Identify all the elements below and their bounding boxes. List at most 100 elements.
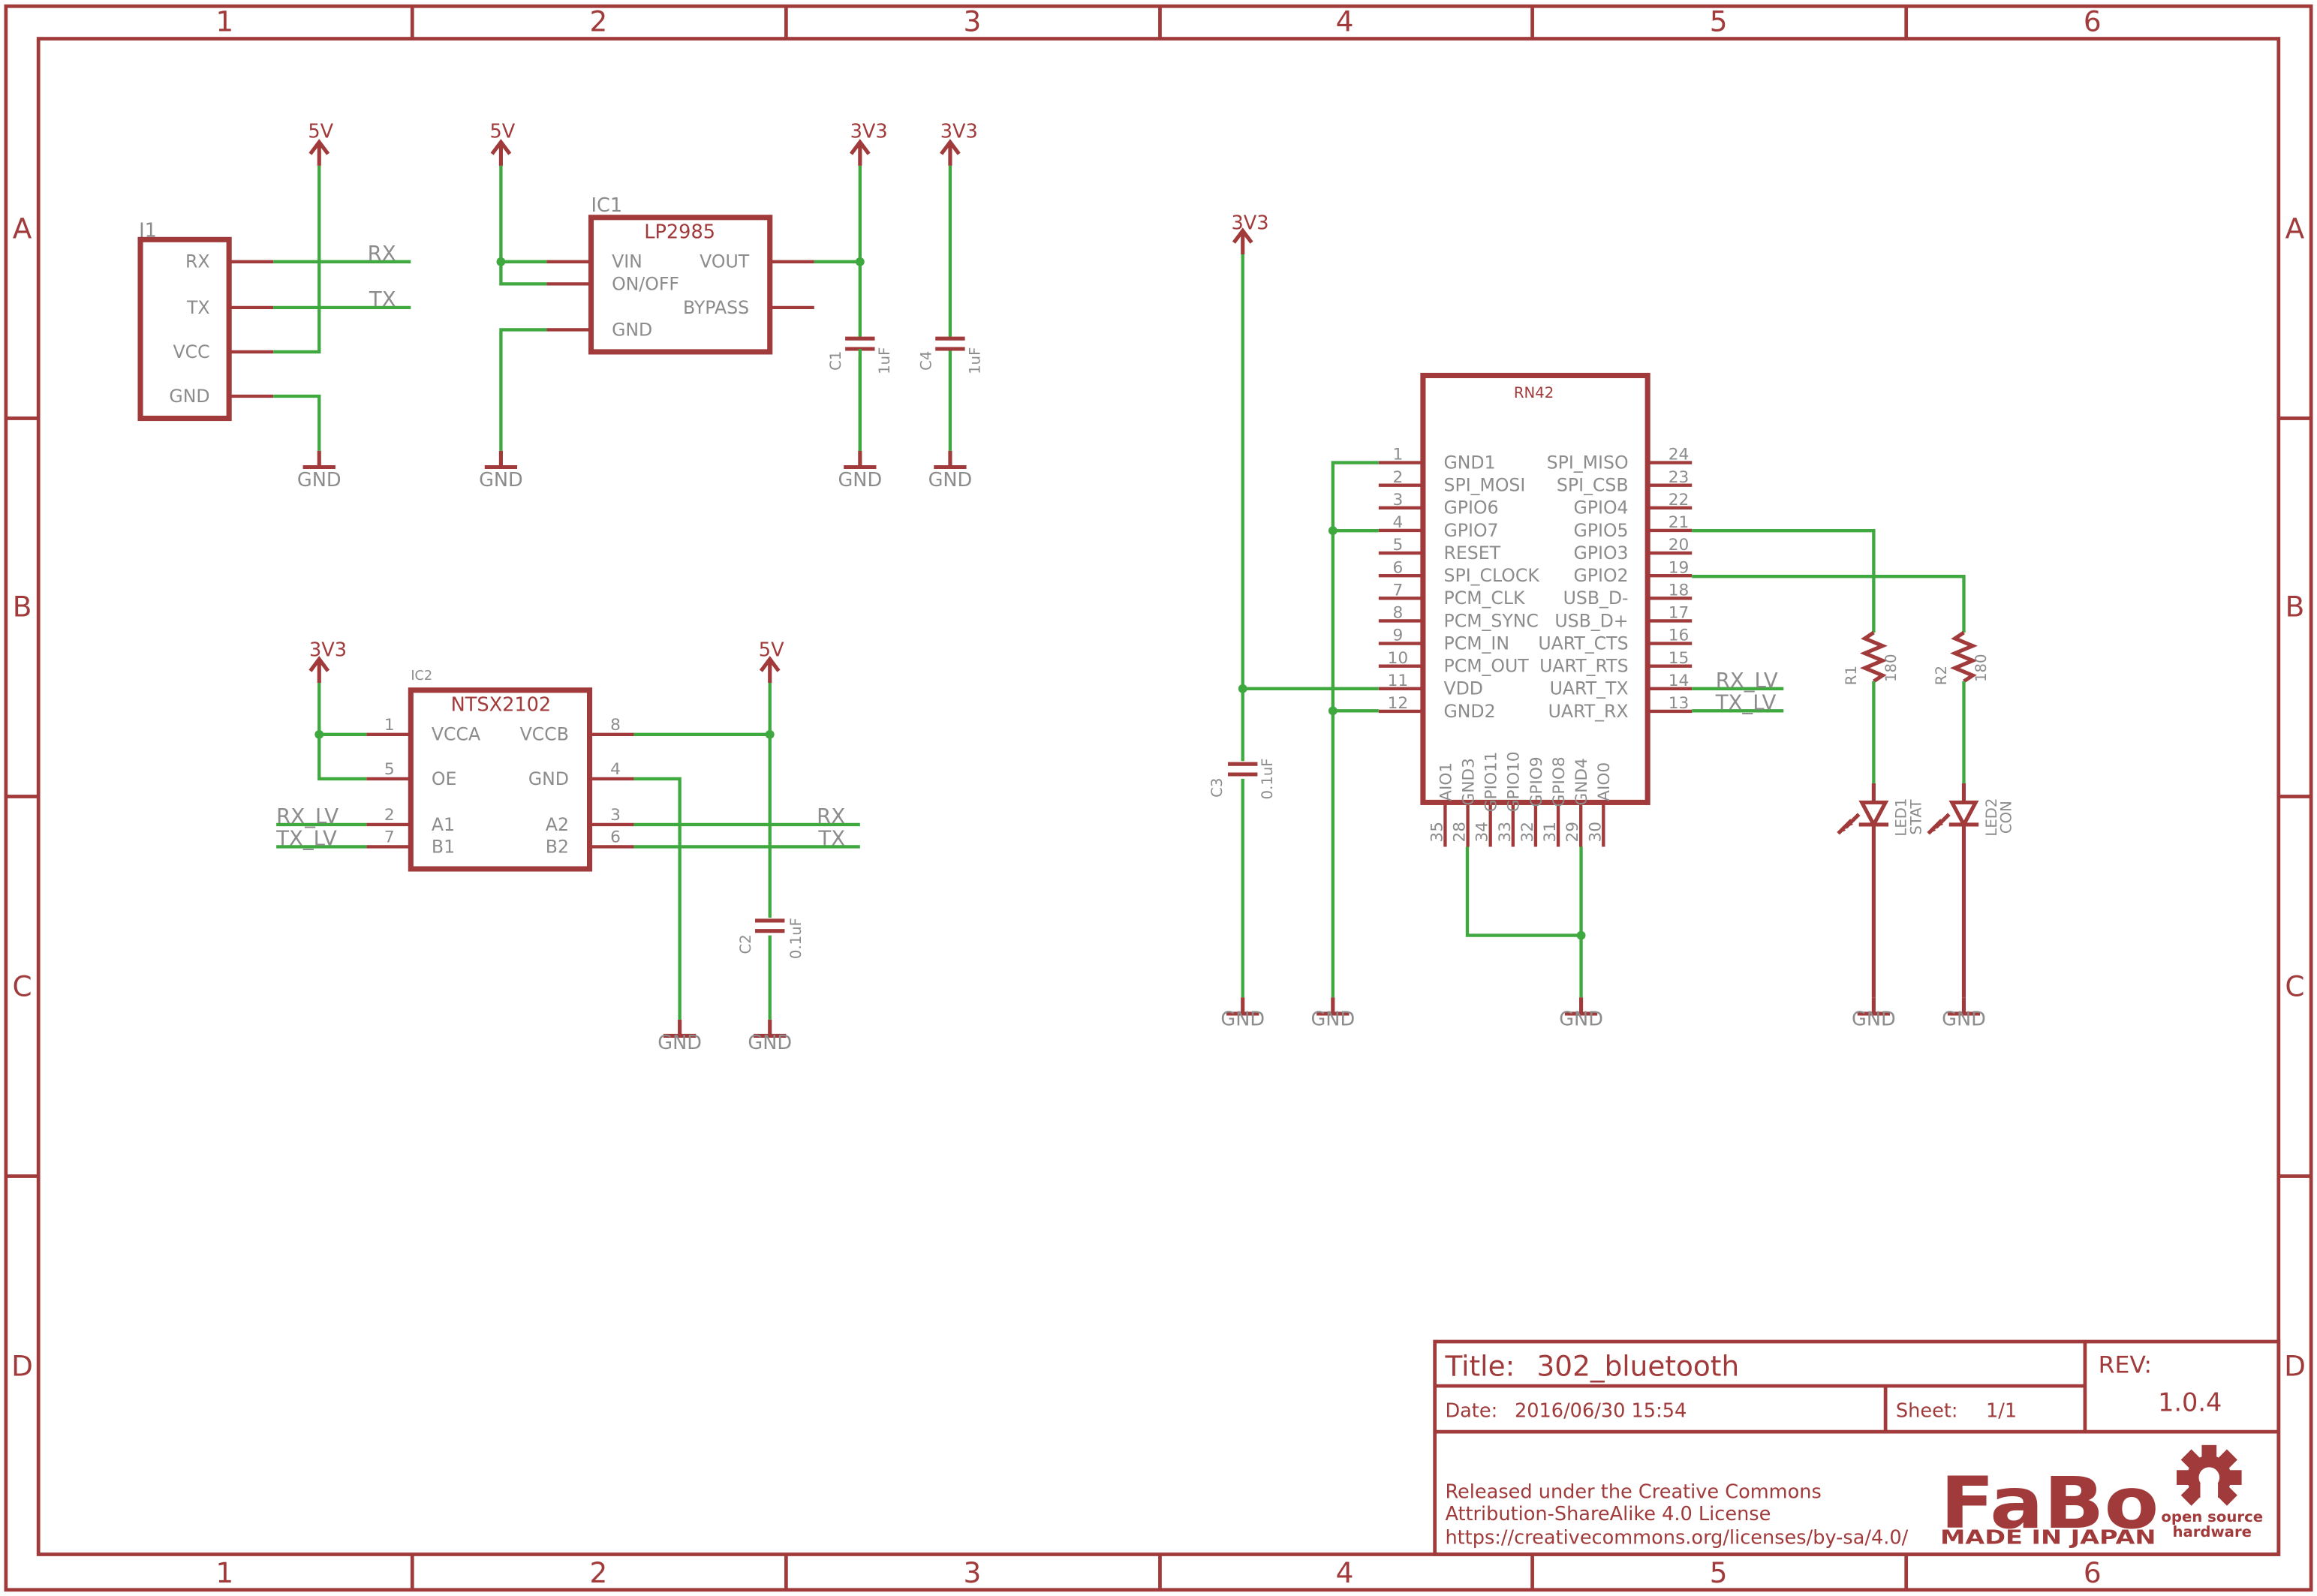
j1-pin-label: TX bbox=[186, 297, 210, 318]
rn42-pin-number: 34 bbox=[1473, 822, 1492, 843]
rn42-pin-name: UART_RX bbox=[1548, 701, 1629, 722]
rn42-pin-number: 1 bbox=[1393, 446, 1404, 464]
gnd-label: GND bbox=[748, 1032, 792, 1054]
ic2-pin-name: B2 bbox=[546, 836, 569, 857]
rn42-pin-name: AIO0 bbox=[1595, 762, 1614, 801]
column-label: 1 bbox=[215, 1556, 233, 1589]
ic2-pin-number: 3 bbox=[610, 806, 621, 825]
r1-ref: R1 bbox=[1843, 666, 1860, 685]
led1-ref: LED1 bbox=[1893, 798, 1910, 837]
rn42-pin-name: GPIO11 bbox=[1482, 751, 1501, 812]
rn42-pin-name: GPIO10 bbox=[1505, 751, 1524, 812]
led1-value: STAT bbox=[1907, 799, 1924, 835]
ic1-name: LP2985 bbox=[644, 221, 715, 243]
ic2-pin-name: B1 bbox=[432, 836, 455, 857]
rn42-name: RN42 bbox=[1514, 384, 1554, 401]
resistor-r1: R1 180 bbox=[1843, 630, 1900, 783]
fabo-tagline: MADE IN JAPAN bbox=[1940, 1527, 2156, 1549]
net-label-rx: RX bbox=[368, 242, 396, 266]
j1-pin-label: GND bbox=[169, 386, 209, 407]
net-label-rx: RX bbox=[817, 804, 845, 828]
gnd-label: GND bbox=[1220, 1008, 1265, 1031]
net-label-tx: TX bbox=[817, 827, 845, 851]
rn42-pin-name: GPIO5 bbox=[1573, 520, 1628, 541]
column-label: 3 bbox=[964, 1556, 982, 1589]
column-label: 1 bbox=[215, 5, 233, 38]
led-led1: LED1 STAT GND bbox=[1837, 783, 1924, 1031]
rn42-pin-name: GPIO3 bbox=[1573, 543, 1628, 564]
rn42-pin-name: SPI_MISO bbox=[1547, 452, 1629, 473]
rn42-pin-number: 5 bbox=[1393, 536, 1404, 555]
column-label: 5 bbox=[1710, 1556, 1728, 1589]
rn42-pin-number: 2 bbox=[1393, 468, 1404, 487]
column-label: 5 bbox=[1710, 5, 1728, 38]
ic1-pin-label: GND bbox=[612, 319, 652, 340]
row-label: C bbox=[12, 969, 32, 1002]
net-label-rx-lv: RX_LV bbox=[276, 804, 339, 828]
ic1-pin-label: BYPASS bbox=[683, 297, 749, 318]
oshw-gear-icon bbox=[2176, 1444, 2242, 1507]
sheet-label: Sheet: bbox=[1896, 1399, 1958, 1422]
sheet-value: 1/1 bbox=[1986, 1399, 2017, 1422]
ic2-pin-name: A1 bbox=[432, 814, 455, 835]
license-line: Attribution-ShareAlike 4.0 License bbox=[1445, 1503, 1771, 1525]
rn42-pin-name: SPI_CLOCK bbox=[1443, 565, 1539, 586]
row-label: A bbox=[13, 212, 32, 245]
gnd-label: GND bbox=[1852, 1008, 1896, 1031]
rn42-pin-number: 6 bbox=[1393, 558, 1404, 577]
rn42-pin-number: 35 bbox=[1428, 822, 1447, 843]
gnd-label: GND bbox=[838, 469, 882, 491]
supply-5v-label: 5V bbox=[308, 120, 333, 143]
rn42-pin-number: 30 bbox=[1586, 822, 1605, 843]
net-label-tx-lv: TX_LV bbox=[275, 827, 337, 851]
c3-ref: C3 bbox=[1208, 778, 1226, 798]
ic1-pin-label: VIN bbox=[612, 251, 642, 272]
rn42-pin-name: PCM_OUT bbox=[1443, 656, 1529, 677]
title-label: Title: bbox=[1444, 1349, 1515, 1382]
net-label-rx-lv: RX_LV bbox=[1716, 669, 1778, 693]
rn42-module: RN42 GND11SPI_MOSI2GPIO63GPIO74RESET5SPI… bbox=[1220, 212, 1966, 1031]
license-line: Released under the Creative Commons bbox=[1445, 1481, 1821, 1504]
ic2-pin-number: 4 bbox=[610, 760, 621, 779]
rn42-pin-number: 28 bbox=[1451, 822, 1470, 843]
ic1-pin-label: VOUT bbox=[700, 251, 750, 272]
rn42-pin-number: 7 bbox=[1393, 581, 1404, 600]
c2-value: 0.1uF bbox=[787, 918, 805, 959]
rn42-pin-name: GND4 bbox=[1572, 758, 1591, 805]
gnd-label: GND bbox=[1559, 1008, 1603, 1031]
rn42-pin-name: USB_D- bbox=[1563, 588, 1629, 609]
supply-3v3-label: 3V3 bbox=[309, 639, 347, 662]
ic1-pin-label: ON/OFF bbox=[612, 273, 679, 294]
capacitor-c2: GND C2 0.1uF bbox=[737, 918, 805, 1054]
row-label: D bbox=[11, 1349, 33, 1382]
rn42-pin-name: GPIO9 bbox=[1527, 756, 1546, 807]
oshw-text: hardware bbox=[2172, 1523, 2252, 1540]
ic2-name: NTSX2102 bbox=[451, 693, 552, 716]
gnd-label: GND bbox=[1310, 1008, 1355, 1031]
rn42-pin-name: GPIO2 bbox=[1573, 565, 1628, 586]
j1-pin-label: VCC bbox=[173, 341, 209, 362]
rn42-pin-name: UART_TX bbox=[1550, 678, 1629, 699]
capacitor-c1: 3V3 GND C1 1uF bbox=[827, 120, 893, 491]
rn42-pin-number: 9 bbox=[1393, 627, 1404, 645]
rn42-pin-name: RESET bbox=[1443, 543, 1500, 564]
capacitor-c4: 3V3 GND C4 1uF bbox=[917, 120, 983, 491]
ic2-pin-number: 8 bbox=[610, 716, 621, 735]
rn42-pin-name: SPI_CSB bbox=[1557, 475, 1629, 496]
ic1-regulator: IC1 LP2985 VIN ON/OFF GND VOUT BYPASS 5V… bbox=[479, 120, 865, 491]
rn42-pin-name: GPIO6 bbox=[1443, 497, 1498, 518]
ic2-level-shifter: IC2 NTSX2102 VCCA OE A1 B1 VCCB GND A2 B… bbox=[275, 639, 860, 1054]
net-label-tx: TX bbox=[369, 287, 396, 311]
rn42-pin-name: GND2 bbox=[1443, 701, 1495, 722]
rn42-pin-name: UART_CTS bbox=[1538, 633, 1628, 654]
ic2-ref: IC2 bbox=[411, 669, 432, 684]
rn42-pin-number: 3 bbox=[1393, 491, 1404, 509]
rn42-pin-name: GPIO7 bbox=[1443, 520, 1498, 541]
ic2-pin-name: A2 bbox=[546, 814, 569, 835]
gnd-label: GND bbox=[928, 469, 973, 491]
rn42-pin-number: 33 bbox=[1496, 822, 1515, 843]
rn42-pin-name: GND1 bbox=[1443, 452, 1495, 473]
column-label: 2 bbox=[589, 5, 607, 38]
rn42-pin-name: PCM_SYNC bbox=[1443, 610, 1538, 631]
row-label: B bbox=[2285, 590, 2305, 623]
